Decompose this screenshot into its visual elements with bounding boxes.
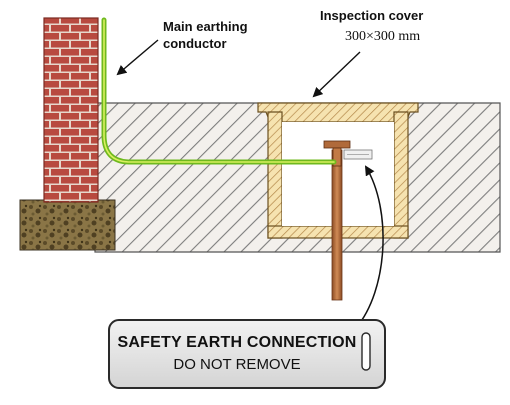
cover-size-label: 300×300 mm <box>345 29 421 44</box>
tag-slot <box>361 332 371 371</box>
earth-rod <box>331 149 343 301</box>
conductor-pointer-arrow <box>116 39 159 76</box>
tag-text-line2: DO NOT REMOVE <box>173 356 301 373</box>
inspection-cover-label: Inspection cover <box>320 8 424 23</box>
tag-pointer-arrow <box>355 165 384 329</box>
soil-block <box>19 199 116 251</box>
conductor-label-line1: Main earthing <box>163 19 248 34</box>
rod-head <box>323 140 351 149</box>
brick-wall <box>43 17 99 203</box>
tag-text-line1: SAFETY EARTH CONNECTION <box>117 334 357 351</box>
conductor-label-line2: conductor <box>163 36 227 51</box>
warning-tag <box>108 319 386 389</box>
cover-pointer-arrow <box>312 51 361 98</box>
